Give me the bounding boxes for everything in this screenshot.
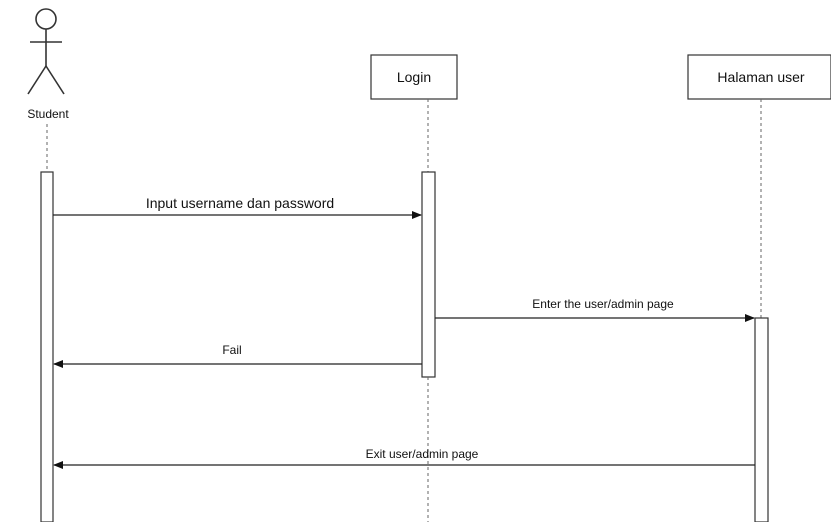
- activation-bar-student: [40, 171, 54, 522]
- message-enter-page: Enter the user/admin page: [435, 297, 755, 322]
- activation-bar-login: [421, 171, 436, 378]
- participant-login: Login: [370, 54, 458, 100]
- activation-bar-halaman-user: [754, 317, 769, 522]
- message-exit-page: Exit user/admin page: [53, 447, 755, 469]
- participant-box-login: [370, 54, 458, 100]
- participant-label-login: Login: [397, 69, 431, 85]
- message-label-fail: Fail: [222, 343, 241, 357]
- message-input-credentials: Input username dan password: [53, 195, 422, 219]
- message-fail: Fail: [53, 343, 422, 368]
- participant-box-halaman-user: [687, 54, 831, 100]
- actor-stick-figure-icon: [27, 8, 65, 95]
- participant-student: Student: [27, 8, 69, 121]
- message-label-input-credentials: Input username dan password: [146, 195, 334, 211]
- participant-label-student: Student: [27, 107, 69, 121]
- participant-halaman-user: Halaman user: [687, 54, 831, 100]
- participant-label-halaman-user: Halaman user: [717, 69, 804, 85]
- message-label-exit-page: Exit user/admin page: [366, 447, 479, 461]
- message-label-enter-page: Enter the user/admin page: [532, 297, 674, 311]
